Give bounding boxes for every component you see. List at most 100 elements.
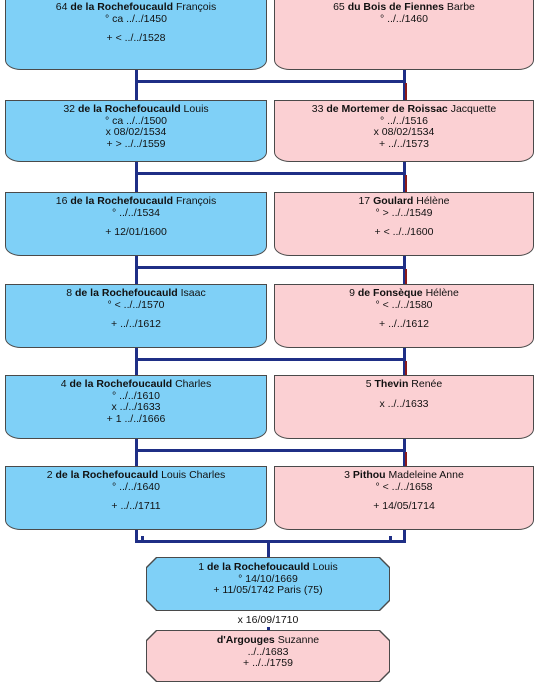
surname: de la Rochefoucauld [69, 378, 173, 390]
event-line: ° 14/10/1669 [238, 572, 298, 585]
event-line: x 08/02/1534 [373, 126, 435, 138]
person-name: 8 de la Rochefoucauld Isaac [6, 287, 266, 300]
connector-line [267, 540, 270, 554]
surname: de la Rochefoucauld [75, 287, 178, 299]
ahnentafel-number: 64 [55, 1, 68, 13]
connector-line [135, 162, 138, 174]
given-name: Suzanne [277, 634, 320, 646]
ahnentafel-number: 17 [358, 195, 371, 207]
connector-line [135, 70, 138, 82]
event-line: + 12/01/1600 [105, 226, 167, 238]
event-line: x 08/02/1534 [105, 126, 167, 138]
person-name: 65 du Bois de Fiennes Barbe [275, 1, 533, 14]
connector-line [135, 266, 406, 269]
event-line: ° ca ../../1450 [105, 12, 167, 25]
connector-line [403, 80, 406, 100]
person-name: 1 de la Rochefoucauld Louis [147, 562, 389, 574]
person-card-female[interactable]: 33 de Mortemer de Roissac Jacquette° ../… [274, 100, 534, 162]
connector-line [135, 358, 406, 361]
connector-line [135, 266, 138, 284]
given-name: Louis Charles [161, 469, 226, 481]
connector-line [135, 449, 138, 466]
person-card-male[interactable]: 4 de la Rochefoucauld Charles° ../../161… [5, 375, 267, 439]
ahnentafel-number: 1 [198, 561, 205, 573]
connector-line [403, 172, 406, 192]
ahnentafel-number: 33 [311, 103, 324, 115]
event-line: ° ../../1534 [112, 206, 160, 219]
connector-line [405, 269, 407, 284]
surname: de la Rochefoucauld [207, 561, 310, 573]
given-name: Madeleine Anne [388, 469, 464, 481]
connector-line [267, 627, 270, 631]
given-name: François [175, 195, 217, 207]
given-name: Jacquette [450, 103, 497, 115]
event-line: ° ../../1516 [380, 114, 428, 127]
event-line: + 1 ../../1666 [106, 412, 166, 425]
connector-line [405, 361, 407, 375]
connector-line [403, 162, 406, 174]
given-name: Hélène [425, 287, 459, 299]
person-card-female[interactable]: 9 de Fonsèque Hélène° < ../../1580+ ../.… [274, 284, 534, 348]
person-card-female[interactable]: 3 Pithou Madeleine Anne° < ../../1658 + 1… [274, 466, 534, 530]
event-line: ° < ../../1658 [375, 480, 433, 493]
ahnentafel-number: 9 [349, 287, 355, 299]
event-line: + < ../../1528 [106, 32, 166, 44]
surname: Pithou [352, 469, 386, 481]
connector-line [135, 80, 406, 83]
given-name: Renée [411, 378, 443, 390]
event-line: + > ../../1559 [106, 137, 166, 150]
connector-line [403, 449, 406, 466]
person-card-spouse[interactable]: d'Argouges Suzanne../../1683+ ../../1759 [147, 631, 389, 681]
ahnentafel-number: 2 [46, 469, 53, 481]
person-name: 3 Pithou Madeleine Anne [275, 469, 533, 482]
event-line: + 14/05/1714 [373, 500, 435, 512]
person-card-female[interactable]: 65 du Bois de Fiennes Barbe° ../../1460 [274, 0, 534, 70]
person-name: 32 de la Rochefoucauld Louis [6, 103, 266, 116]
given-name: Louis [183, 103, 209, 115]
connector-line [135, 256, 138, 268]
surname: du Bois de Fiennes [347, 1, 444, 13]
connector-line [403, 70, 406, 82]
event-line: + ../../1759 [243, 657, 293, 669]
connector-line [403, 439, 406, 451]
connector-line [403, 358, 406, 375]
person-name: d'Argouges Suzanne [147, 635, 389, 647]
person-card-male[interactable]: 64 de la Rochefoucauld François° ca ../.… [5, 0, 267, 70]
surname: de la Rochefoucauld [77, 103, 181, 115]
event-line: ° > ../../1549 [375, 206, 433, 219]
given-name: Barbe [446, 1, 475, 13]
surname: de la Rochefoucauld [70, 195, 174, 207]
person-name: 64 de la Rochefoucauld François [6, 1, 266, 14]
connector-line [141, 536, 144, 543]
event-line: ° < ../../1570 [107, 298, 165, 311]
event-line: ° ../../1610 [112, 389, 160, 402]
person-card-female[interactable]: 17 Goulard Hélène° > ../../1549+ < ../..… [274, 192, 534, 256]
connector-line [403, 530, 406, 540]
connector-line [135, 172, 138, 192]
surname: de Fonsèque [357, 287, 423, 299]
surname: Goulard [373, 195, 414, 207]
connector-line [135, 530, 138, 540]
surname: Thevin [374, 378, 409, 390]
ahnentafel-number: 3 [344, 469, 350, 481]
person-name: 33 de Mortemer de Roissac Jacquette [275, 103, 533, 116]
given-name: Hélène [416, 195, 450, 207]
person-name: 5 Thevin Renée [275, 378, 533, 391]
connector-line [403, 266, 406, 284]
event-line: ../../1683 [247, 645, 289, 658]
given-name: François [175, 1, 217, 13]
person-card-male[interactable]: 2 de la Rochefoucauld Louis Charles° ../… [5, 466, 267, 530]
surname: d'Argouges [216, 634, 275, 646]
person-card-male[interactable]: 8 de la Rochefoucauld Isaac° < ../../157… [5, 284, 267, 348]
person-card-root[interactable]: 1 de la Rochefoucauld Louis° 14/10/1669+… [147, 558, 389, 610]
person-name: 16 de la Rochefoucauld François [6, 195, 266, 208]
connector-line [405, 175, 407, 192]
person-name: 17 Goulard Hélène [275, 195, 533, 208]
person-card-male[interactable]: 32 de la Rochefoucauld Louis° ca ../../1… [5, 100, 267, 162]
surname: de la Rochefoucauld [70, 1, 174, 13]
surname: de la Rochefoucauld [55, 469, 159, 481]
given-name: Louis [312, 561, 338, 573]
person-card-male[interactable]: 16 de la Rochefoucauld François° ../../1… [5, 192, 267, 256]
